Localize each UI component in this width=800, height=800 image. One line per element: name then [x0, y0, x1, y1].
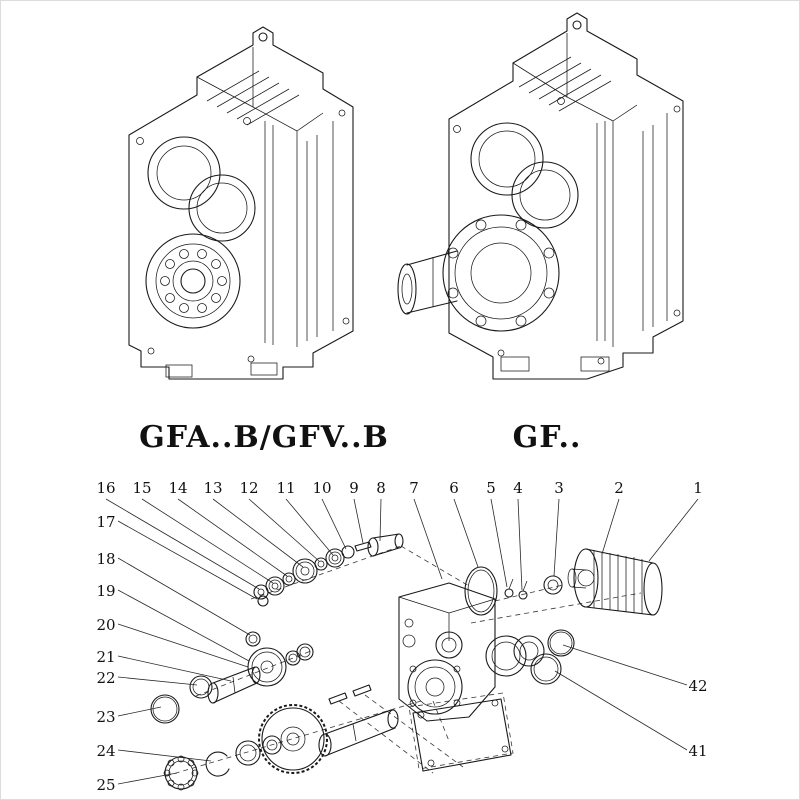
housing-part — [398, 582, 496, 722]
lifting-eye-hole — [258, 32, 268, 42]
callout-42: 42 — [688, 677, 707, 695]
part-key — [328, 692, 348, 705]
callout-7: 7 — [409, 479, 419, 497]
part-output-shaft — [318, 709, 399, 757]
part-ring — [341, 545, 355, 559]
part-washer — [314, 557, 328, 571]
part-gear-large — [261, 707, 325, 771]
assembly-axes — [165, 545, 642, 777]
side-ribs-right — [596, 113, 668, 341]
foot-left — [165, 364, 193, 378]
part-bolt — [518, 590, 528, 600]
part-snap-ring — [547, 629, 575, 657]
upper-bearing-bosses-right — [470, 122, 579, 229]
upper-bearing-bosses-left — [147, 136, 256, 242]
model-label-right: GF.. — [513, 420, 582, 455]
foot-left — [500, 356, 530, 372]
callout-13: 13 — [203, 479, 222, 497]
side-ribs-left — [264, 121, 334, 345]
leader-lines — [105, 498, 699, 785]
part-key — [354, 541, 372, 552]
part-seal-ring — [530, 653, 562, 685]
part-bearing-bottom — [163, 755, 199, 791]
callout-2: 2 — [614, 479, 624, 497]
gearbox-left-drawing — [128, 26, 354, 380]
callout-12: 12 — [239, 479, 258, 497]
part-seal — [235, 740, 261, 766]
callout-21: 21 — [96, 648, 115, 666]
callout-22: 22 — [96, 669, 115, 687]
part-bearing — [543, 575, 563, 595]
foot-right — [580, 356, 610, 372]
part-seal — [189, 675, 213, 699]
callout-9: 9 — [349, 479, 359, 497]
callout-numbers-top: 16 15 14 13 12 11 10 9 8 7 6 5 4 3 2 1 — [96, 479, 702, 497]
part-ring-large — [150, 694, 180, 724]
part-gear-large-teeth — [258, 704, 328, 774]
callout-14: 14 — [168, 479, 187, 497]
exploded-view: 16 15 14 13 12 11 10 9 8 7 6 5 4 3 2 1 1… — [96, 479, 707, 794]
callout-numbers-right: 42 41 — [688, 677, 707, 760]
callout-5: 5 — [486, 479, 496, 497]
callout-10: 10 — [312, 479, 331, 497]
cooling-fins-right — [518, 56, 612, 112]
part-spacer — [257, 595, 269, 607]
callout-23: 23 — [96, 708, 115, 726]
callout-1: 1 — [693, 479, 703, 497]
cooling-fins-left — [206, 70, 300, 126]
part-gasket — [464, 566, 498, 616]
part-bearing — [325, 548, 345, 568]
callout-8: 8 — [376, 479, 386, 497]
output-shaft-parts — [163, 684, 399, 791]
motor-part — [567, 548, 663, 616]
part-cover — [513, 635, 545, 667]
part-bearing — [296, 643, 314, 661]
input-side-parts — [464, 548, 663, 685]
callout-6: 6 — [449, 479, 459, 497]
input-shaft-parts — [253, 533, 404, 600]
part-bolt — [504, 588, 514, 598]
callout-15: 15 — [132, 479, 151, 497]
gearbox-right-drawing — [397, 12, 684, 380]
callout-20: 20 — [96, 616, 115, 634]
callout-19: 19 — [96, 582, 115, 600]
part-washer — [285, 650, 301, 666]
part-gear-small — [292, 558, 318, 584]
model-label-left: GFA..B/GFV..B — [139, 420, 389, 455]
part-bearing — [265, 576, 285, 596]
callout-3: 3 — [554, 479, 564, 497]
callout-41: 41 — [688, 742, 707, 760]
part-washer — [245, 631, 261, 647]
part-pinion-shaft — [207, 666, 261, 704]
callout-4: 4 — [513, 479, 523, 497]
part-snap-ring — [205, 751, 230, 777]
foot-right — [250, 362, 278, 376]
lifting-eye-hole — [572, 20, 582, 30]
callout-17: 17 — [96, 513, 115, 531]
callout-numbers-left: 17 18 19 20 21 22 23 24 25 — [96, 513, 115, 794]
output-shaft — [397, 250, 458, 315]
callout-24: 24 — [96, 742, 115, 760]
mounting-plate — [412, 698, 512, 772]
part-key — [352, 684, 372, 697]
part-spacer — [282, 572, 296, 586]
callout-25: 25 — [96, 776, 115, 794]
hollow-shaft-bearing — [145, 233, 241, 329]
callout-11: 11 — [276, 479, 295, 497]
callout-16: 16 — [96, 479, 115, 497]
callout-18: 18 — [96, 550, 115, 568]
output-flange — [442, 214, 560, 332]
part-bearing-flange — [485, 635, 527, 677]
part-washer — [262, 735, 282, 755]
